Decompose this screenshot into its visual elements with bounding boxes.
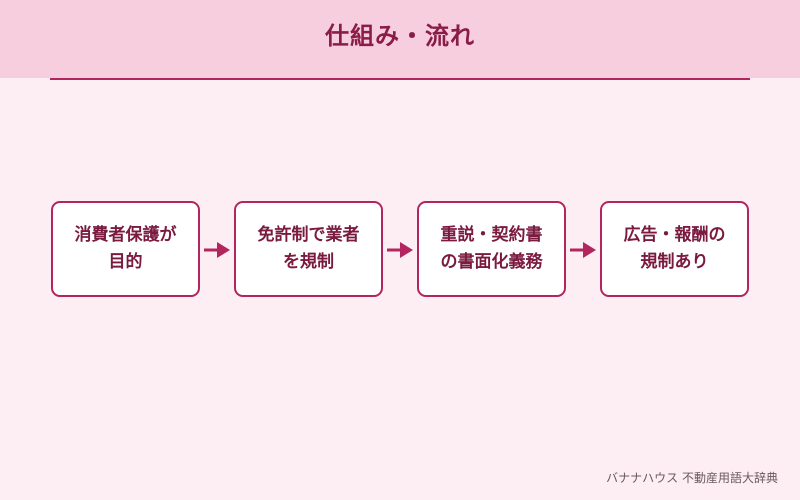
arrow-right-icon — [387, 242, 413, 258]
flow-step-2: 免許制で業者 を規制 — [234, 201, 383, 297]
flow-step-4: 広告・報酬の 規制あり — [600, 201, 749, 297]
title-divider — [50, 78, 750, 80]
flow-step-4-label: 広告・報酬の 規制あり — [623, 225, 726, 272]
flow-step-1-label: 消費者保護が 目的 — [74, 225, 177, 272]
arrow-right-icon — [570, 242, 596, 258]
page-title: 仕組み・流れ — [325, 22, 475, 50]
flow-step-3: 重説・契約書 の書面化義務 — [417, 201, 566, 297]
arrow-right-icon — [204, 242, 230, 258]
footer-credit: バナナハウス 不動産用語大辞典 — [606, 471, 778, 485]
flow-step-1: 消費者保護が 目的 — [51, 201, 200, 297]
header-band — [0, 0, 800, 78]
flow-step-2-label: 免許制で業者 を規制 — [257, 225, 360, 272]
flow-step-3-label: 重説・契約書 の書面化義務 — [440, 225, 543, 272]
